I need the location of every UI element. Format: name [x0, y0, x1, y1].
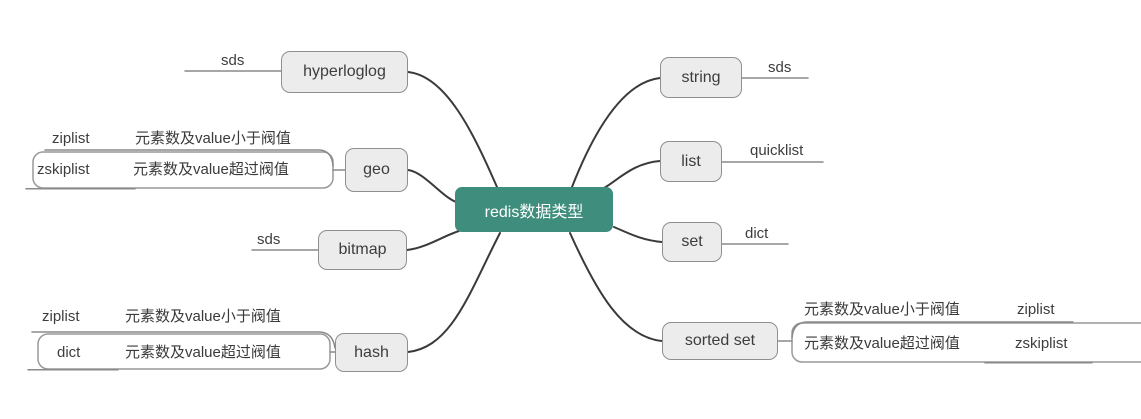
hash-row1-underline [31, 331, 336, 349]
leaf-sortedset-ziplist[interactable]: ziplist [1017, 301, 1055, 318]
curve-root-sortedset [569, 232, 663, 342]
label-hash-above-threshold[interactable]: 元素数及value超过阀值 [125, 344, 281, 361]
branch-node-hash[interactable]: hash [335, 333, 408, 372]
leaf-string-sds[interactable]: sds [768, 59, 792, 76]
geo-row1-underline [44, 149, 334, 167]
leaf-hash-dict[interactable]: dict [57, 344, 81, 361]
curve-root-hash [407, 232, 501, 353]
label-geo-below-threshold[interactable]: 元素数及value小于阀值 [135, 130, 291, 147]
leaf-bitmap-sds[interactable]: sds [257, 231, 281, 248]
sortedset-threshold-outline-box [791, 322, 1141, 363]
leaf-set-dict[interactable]: dict [745, 225, 769, 242]
branch-node-sorted-set[interactable]: sorted set [662, 322, 778, 360]
label-geo-above-threshold[interactable]: 元素数及value超过阀值 [133, 161, 289, 178]
branch-node-geo[interactable]: geo [345, 148, 408, 192]
leaf-sortedset-zskiplist[interactable]: zskiplist [1015, 335, 1068, 352]
leaf-geo-zskiplist[interactable]: zskiplist [37, 161, 90, 178]
label-sortedset-above-threshold[interactable]: 元素数及value超过阀值 [804, 335, 960, 352]
branch-node-set[interactable]: set [662, 222, 722, 262]
leaf-hyperloglog-sds[interactable]: sds [221, 52, 245, 69]
branch-node-hyperloglog[interactable]: hyperloglog [281, 51, 408, 93]
curve-root-list [603, 160, 661, 189]
branch-node-bitmap[interactable]: bitmap [318, 230, 407, 270]
leaf-geo-ziplist[interactable]: ziplist [52, 130, 90, 147]
curve-root-bitmap [406, 230, 460, 251]
leaf-hash-ziplist[interactable]: ziplist [42, 308, 80, 325]
branch-node-string[interactable]: string [660, 57, 742, 98]
curve-root-set [613, 226, 663, 243]
curve-root-geo [407, 169, 457, 203]
sortedset-row1-underline [791, 321, 1074, 339]
branch-node-list[interactable]: list [660, 141, 722, 182]
curve-root-hyperloglog [407, 71, 498, 188]
label-hash-below-threshold[interactable]: 元素数及value小于阀值 [125, 308, 281, 325]
curve-root-string [571, 77, 661, 188]
leaf-list-quicklist[interactable]: quicklist [750, 142, 804, 159]
label-sortedset-below-threshold[interactable]: 元素数及value小于阀值 [804, 301, 960, 318]
root-node-redis-data-types[interactable]: redis数据类型 [455, 187, 613, 232]
